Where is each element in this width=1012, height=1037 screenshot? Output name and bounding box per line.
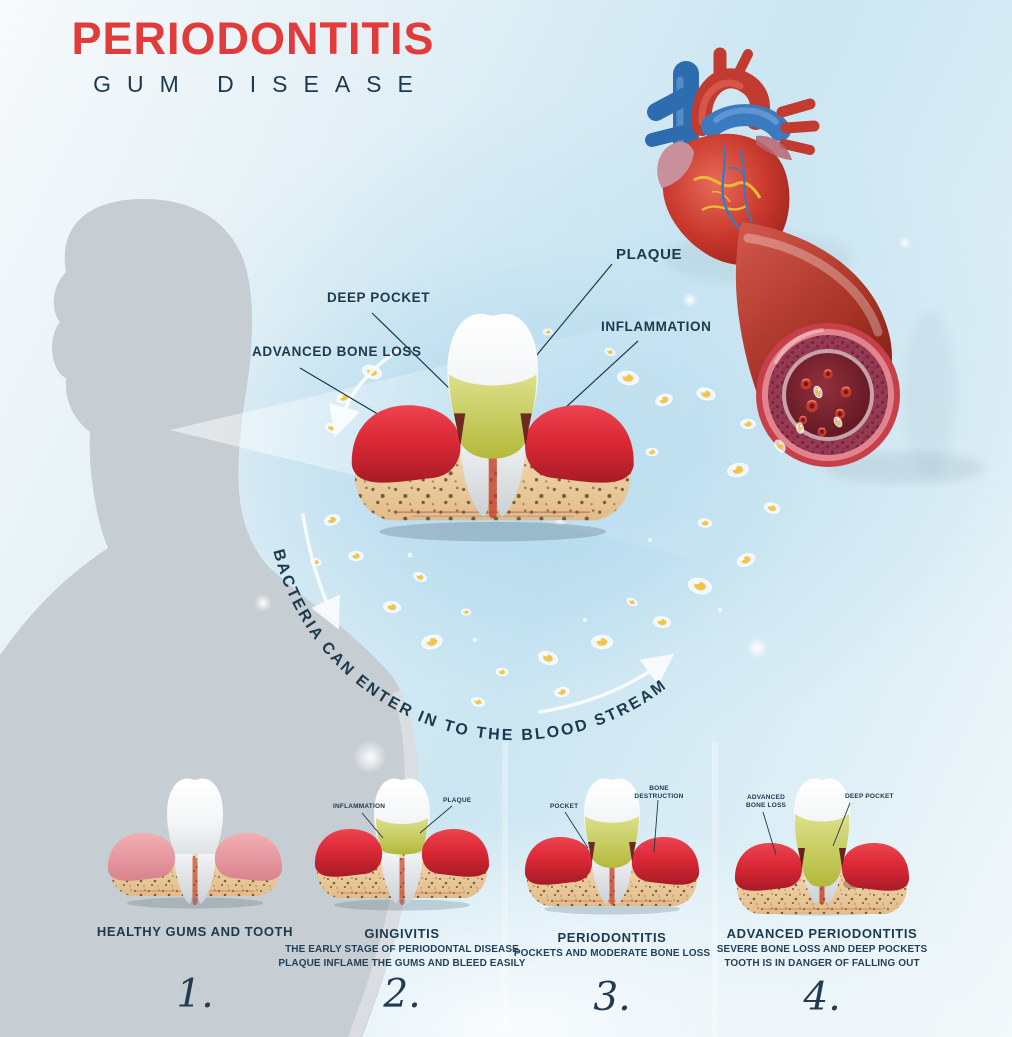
- header: PERIODONTITIS GUM DISEASE: [52, 16, 454, 98]
- advanced-bone-loss-label: ADVANCED BONE LOSS: [252, 344, 422, 359]
- human-head-silhouette: [0, 198, 419, 1037]
- stage-2-caption: GINGIVITIS THE EARLY STAGE OF PERIODONTA…: [272, 926, 532, 969]
- stage-4-callout-lines: [762, 802, 851, 856]
- stage-1-number: 1.: [176, 972, 214, 1017]
- deep-pocket-line: [371, 312, 453, 392]
- stage-3-callout-lines: [564, 799, 659, 853]
- stage-2-desc-line-2: PLAQUE INFLAME THE GUMS AND BLEED EASILY: [278, 958, 526, 969]
- stage-4-callout-advanced-bone-loss: ADVANCED BONE LOSS: [745, 794, 787, 809]
- page-subtitle: GUM DISEASE: [93, 71, 429, 97]
- stage-2-callout-lines: [361, 805, 453, 839]
- stage-2-figure: [314, 778, 490, 911]
- stage-4-number: 4.: [803, 975, 841, 1020]
- stage-4-title: ADVANCED PERIODONTITIS: [726, 926, 918, 941]
- bacteria-cluster: [309, 328, 783, 709]
- stage-2-callout-inflammation: INFLAMMATION: [333, 803, 386, 810]
- stage-4-caption: ADVANCED PERIODONTITIS SEVERE BONE LOSS …: [692, 926, 952, 969]
- stage-4-callout-deep-pocket: DEEP POCKET: [845, 793, 894, 800]
- stage-4-figure: [734, 778, 910, 916]
- arrow-down-left-upper: [329, 348, 400, 438]
- stage-4-desc-line-2: TOOTH IS IN DANGER OF FALLING OUT: [724, 958, 920, 969]
- inflammation-label: INFLAMMATION: [601, 319, 712, 334]
- stage-2-desc-line-1: THE EARLY STAGE OF PERIODONTAL DISEASE: [285, 944, 519, 955]
- stage-2-title: GINGIVITIS: [364, 926, 440, 941]
- arrow-down-left-lower: [301, 513, 340, 630]
- stage-2-number: 2.: [383, 972, 421, 1017]
- arrow-up-right: [538, 653, 675, 714]
- stage-3-figure: [524, 778, 700, 915]
- page-title: PERIODONTITIS: [71, 13, 435, 64]
- stage-4-desc-line-1: SEVERE BONE LOSS AND DEEP POCKETS: [716, 944, 928, 955]
- artery-illustration: [735, 222, 985, 484]
- stage-3-callout-bone-destruction: BONE DESTRUCTION: [634, 785, 684, 800]
- stage-1-title: HEALTHY GUMS AND TOOTH: [96, 924, 294, 939]
- stage-1-caption: HEALTHY GUMS AND TOOTH: [65, 924, 325, 939]
- inflammation-line: [563, 340, 639, 410]
- main-tooth-illustration: [351, 313, 634, 542]
- circulation-arrows: [301, 348, 675, 714]
- panel-dividers: [502, 742, 718, 1037]
- stage-3-title: PERIODONTITIS: [557, 930, 667, 945]
- stage-3-number: 3.: [593, 975, 631, 1020]
- stage-3-callout-pocket: POCKET: [550, 803, 579, 810]
- stage-1-figure: [107, 778, 283, 909]
- stage-2-callout-plaque: PLAQUE: [443, 797, 472, 804]
- plaque-label: PLAQUE: [616, 246, 683, 263]
- deep-pocket-label: DEEP POCKET: [327, 290, 431, 305]
- stage-3-caption: PERIODONTITIS POCKETS AND MODERATE BONE …: [482, 930, 742, 959]
- stage-3-desc-line-1: POCKETS AND MODERATE BONE LOSS: [513, 948, 711, 959]
